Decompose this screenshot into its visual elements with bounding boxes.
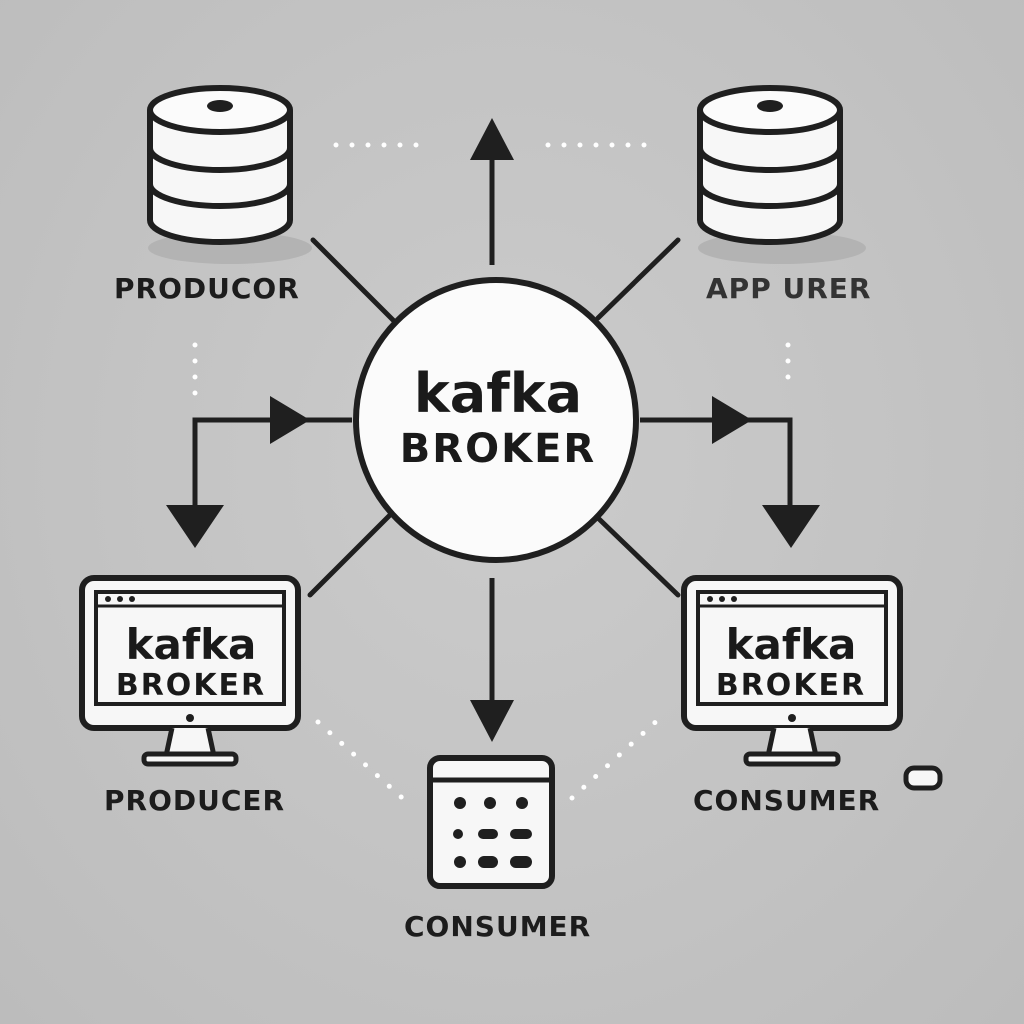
arrow-right-down-head [762, 505, 820, 548]
dotted-line-bottom-left [315, 719, 413, 808]
monitor-right-screen-subtitle: BROKER [715, 668, 867, 703]
arrow-left-down-head [166, 505, 224, 548]
node-label-bottom-center: CONSUMER [404, 910, 592, 943]
arrow-down-head [470, 700, 514, 742]
arrow-right-right-head [712, 396, 752, 444]
server-rack-icon [427, 755, 555, 889]
arrow-right-elbow [640, 417, 793, 510]
decorative-pill [903, 765, 943, 791]
monitor-left-screen-title: kafka [125, 620, 257, 669]
database-icon [697, 85, 866, 264]
monitor-icon [79, 575, 301, 767]
flow-arrows [166, 118, 820, 742]
arrow-left-right-head [270, 396, 310, 444]
monitor-right-screen-title: kafka [725, 620, 857, 669]
spoke-bottom-left [307, 507, 398, 598]
arrow-up-head [470, 118, 514, 160]
node-label-top-right: APP URER [706, 272, 872, 305]
node-label-top-left: PRODUCOR [114, 272, 300, 305]
dotted-line-bottom-right [569, 715, 663, 801]
spoke-bottom-right [595, 515, 681, 598]
node-label-bottom-left: PRODUCER [104, 784, 286, 817]
arrow-left-elbow [192, 417, 278, 510]
spoke-top-right [595, 237, 681, 321]
broker-spokes [307, 237, 681, 598]
broker-title: kafka [413, 362, 583, 425]
monitor-icon [681, 575, 903, 767]
monitor-left-screen-subtitle: BROKER [115, 668, 267, 703]
spoke-top-left [310, 237, 401, 328]
dotted-connectors [192, 142, 791, 808]
broker-subtitle: BROKER [399, 426, 597, 472]
broker-circle[interactable] [353, 277, 639, 563]
node-label-bottom-right: CONSUMER [693, 784, 881, 817]
database-icon [147, 85, 312, 264]
